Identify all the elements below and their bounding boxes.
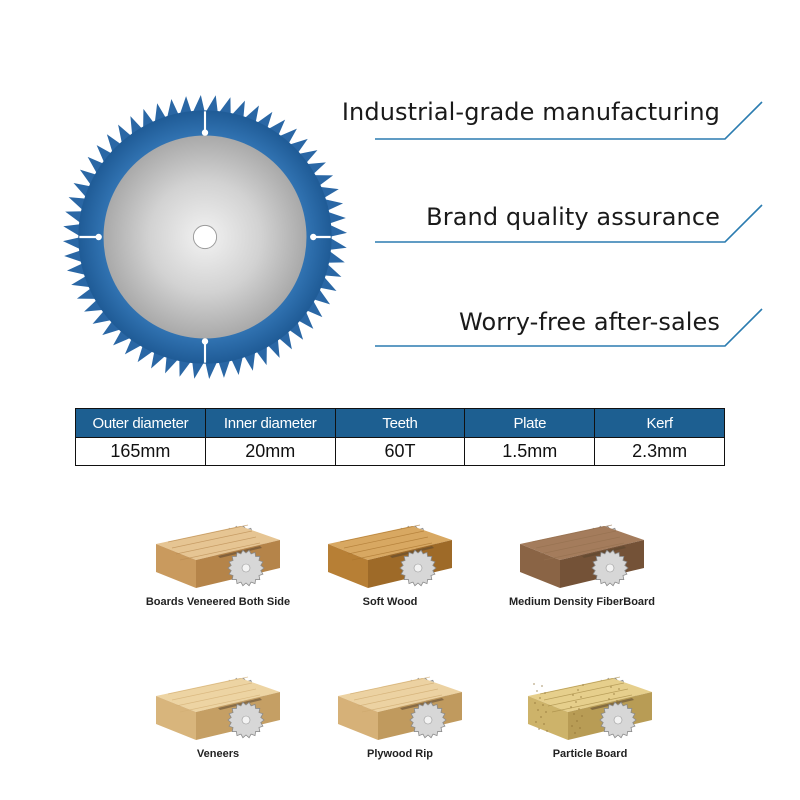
feature-item: Brand quality assurance: [370, 203, 770, 283]
application-item: Boards Veneered Both Side: [118, 512, 318, 608]
mdf-icon: [520, 524, 644, 588]
application-label: Plywood Rip: [367, 748, 433, 760]
application-label: Soft Wood: [362, 596, 418, 608]
arbor-hole: [192, 224, 218, 250]
saw-blade-image: [62, 94, 348, 380]
application-label: Medium Density FiberBoard: [508, 596, 656, 608]
application-item: Veneers: [118, 664, 318, 760]
spec-value-inner-diameter: 20mm: [204, 437, 336, 466]
application-item: Particle Board: [490, 664, 690, 760]
particle-board-icon: [528, 676, 652, 740]
underline-decoration: [375, 204, 763, 243]
spec-table: Outer diameter Inner diameter Teeth Plat…: [75, 408, 725, 466]
feature-item: Industrial-grade manufacturing: [342, 98, 770, 178]
application-label: Particle Board: [552, 748, 628, 760]
feature-label: Brand quality assurance: [426, 203, 720, 231]
spec-header-row: Outer diameter Inner diameter Teeth Plat…: [75, 408, 725, 438]
soft-wood-icon: [328, 524, 452, 588]
application-item: Plywood Rip: [300, 664, 500, 760]
underline-decoration: [375, 101, 763, 140]
spec-value-plate: 1.5mm: [464, 437, 596, 466]
board-veneered-icon: [156, 524, 280, 588]
plywood-icon: [338, 676, 462, 740]
spec-header-plate: Plate: [464, 408, 596, 438]
spec-value-row: 165mm 20mm 60T 1.5mm 2.3mm: [75, 437, 725, 466]
spec-value-kerf: 2.3mm: [594, 437, 725, 466]
expansion-slots: [79, 111, 331, 363]
application-label: Boards Veneered Both Side: [145, 596, 291, 608]
spec-value-outer-diameter: 165mm: [75, 437, 206, 466]
application-label: Veneers: [196, 748, 240, 760]
underline-decoration: [375, 308, 763, 347]
application-item: Soft Wood: [290, 512, 490, 608]
application-item: Medium Density FiberBoard: [482, 512, 682, 608]
spec-header-kerf: Kerf: [594, 408, 725, 438]
spec-header-inner-diameter: Inner diameter: [204, 408, 336, 438]
spec-header-teeth: Teeth: [334, 408, 466, 438]
veneers-icon: [156, 676, 280, 740]
feature-item: Worry-free after-sales: [370, 308, 770, 388]
feature-label: Industrial-grade manufacturing: [341, 98, 720, 126]
spec-header-outer-diameter: Outer diameter: [75, 408, 206, 438]
feature-label: Worry-free after-sales: [459, 308, 720, 336]
spec-value-teeth: 60T: [334, 437, 466, 466]
